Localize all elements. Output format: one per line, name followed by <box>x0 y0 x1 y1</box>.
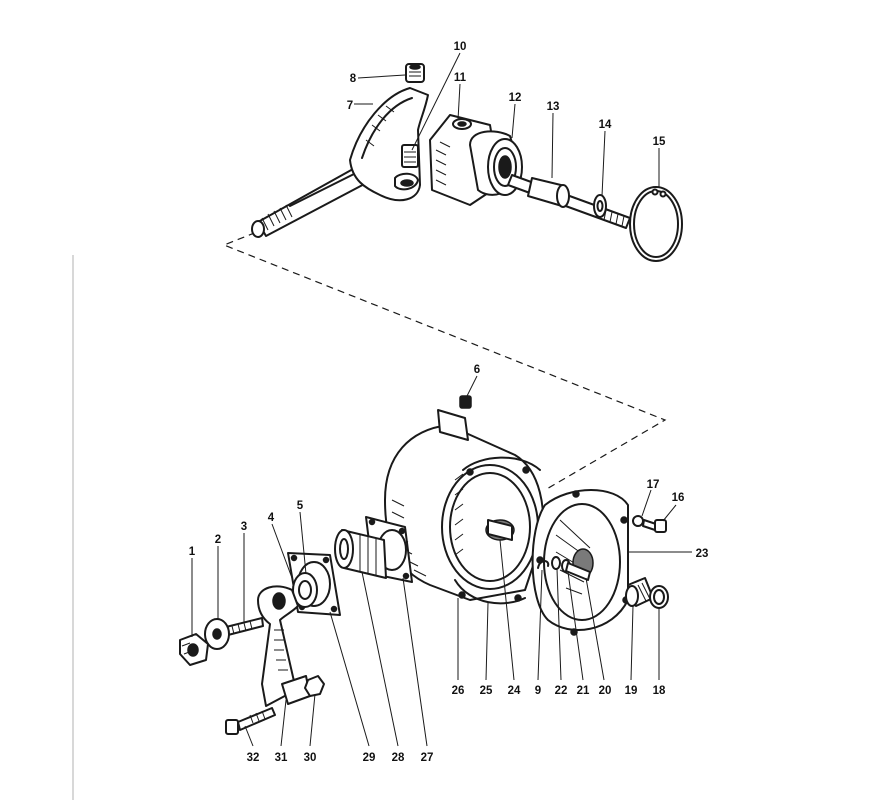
seal-ring <box>649 585 669 609</box>
gasket-ring <box>454 456 541 605</box>
callout-7: 7 <box>347 100 353 112</box>
clamp-nut <box>304 675 325 697</box>
clamp-bolt <box>225 707 276 735</box>
upper-shaft-assembly <box>251 63 683 262</box>
callout-11: 11 <box>454 72 467 84</box>
callout-6: 6 <box>474 364 480 376</box>
lever-washer <box>204 618 230 650</box>
callout-19: 19 <box>625 685 638 697</box>
center-fasteners <box>551 556 591 581</box>
callout-4: 4 <box>268 512 275 524</box>
callout-27: 27 <box>421 752 434 764</box>
callout-9: 9 <box>535 685 541 697</box>
callout-14: 14 <box>599 119 612 131</box>
callout-15: 15 <box>653 136 666 148</box>
small-washer <box>593 194 607 218</box>
callout-24: 24 <box>508 685 521 697</box>
callout-23: 23 <box>696 548 709 560</box>
callout-25: 25 <box>480 685 493 697</box>
sleeve-tube <box>334 529 387 579</box>
forked-arm <box>349 87 429 202</box>
callout-3: 3 <box>241 521 247 533</box>
callout-31: 31 <box>275 752 288 764</box>
small-bolt <box>401 144 419 168</box>
callout-18: 18 <box>653 685 666 697</box>
callout-30: 30 <box>304 752 317 764</box>
callout-21: 21 <box>577 685 590 697</box>
circlip-ring <box>629 186 683 262</box>
lower-housing-assembly <box>179 395 669 735</box>
callout-12: 12 <box>509 92 522 104</box>
lever-nut <box>179 633 209 666</box>
callout-2: 2 <box>215 534 221 546</box>
callout-20: 20 <box>599 685 612 697</box>
clip-pin <box>537 560 550 569</box>
leader-lines <box>191 52 692 747</box>
callout-1: 1 <box>189 546 196 558</box>
callout-32: 32 <box>247 752 260 764</box>
cover-bolt <box>632 515 667 533</box>
bushing <box>625 577 654 607</box>
cap-screw <box>405 63 425 83</box>
callout-16: 16 <box>672 492 685 504</box>
callout-10: 10 <box>454 41 467 53</box>
callout-labels: 1 2 3 4 5 6 7 8 9 10 11 12 13 14 15 16 1… <box>189 41 709 764</box>
callout-17: 17 <box>647 479 660 491</box>
callout-5: 5 <box>297 500 304 512</box>
spindle <box>507 174 631 229</box>
callout-29: 29 <box>363 752 376 764</box>
callout-28: 28 <box>392 752 405 764</box>
callout-13: 13 <box>547 101 560 113</box>
grub-screw <box>459 395 472 409</box>
callout-8: 8 <box>350 73 357 85</box>
callout-22: 22 <box>555 685 568 697</box>
callout-26: 26 <box>452 685 465 697</box>
